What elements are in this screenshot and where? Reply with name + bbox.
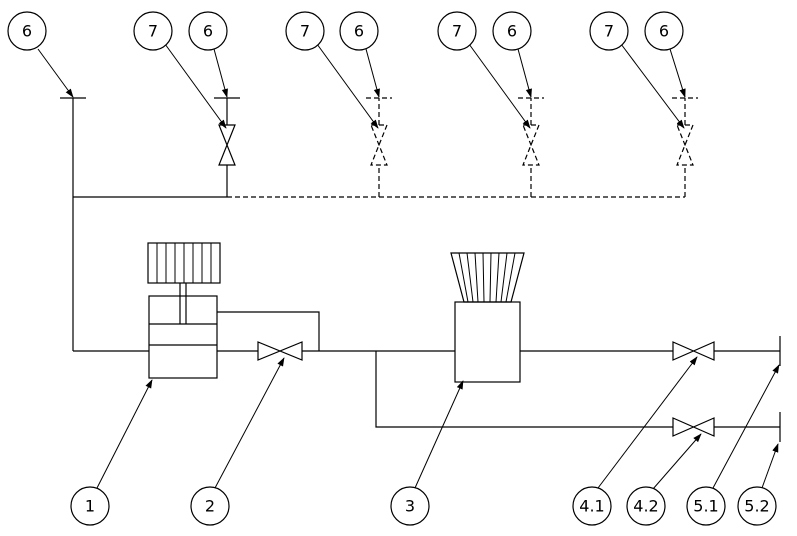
svg-text:1: 1 — [85, 497, 95, 516]
dryer-unit — [450, 252, 525, 383]
callout-4-1: 4.1 — [572, 486, 612, 526]
valve-icon — [522, 124, 540, 166]
leader-lines — [37, 43, 780, 490]
callout-7-branch-3: 7 — [437, 11, 477, 51]
svg-text:7: 7 — [148, 22, 158, 41]
outlet-branch-3 — [518, 97, 544, 197]
callout-2: 2 — [190, 486, 230, 526]
svg-text:7: 7 — [604, 22, 614, 41]
svg-text:5.1: 5.1 — [693, 497, 718, 516]
svg-text:2: 2 — [205, 497, 215, 516]
valve-icon — [370, 124, 388, 166]
svg-text:6: 6 — [22, 22, 32, 41]
outlet-line-upper — [520, 336, 781, 366]
svg-text:5.2: 5.2 — [744, 497, 769, 516]
valve-icon — [218, 124, 236, 166]
outlet-branch-1 — [214, 97, 240, 197]
svg-text:6: 6 — [354, 22, 364, 41]
callout-3: 3 — [390, 486, 430, 526]
outlet-branch-0 — [60, 97, 86, 351]
callout-6-branch-2: 6 — [339, 11, 379, 51]
svg-text:6: 6 — [507, 22, 517, 41]
valve-icon — [672, 341, 715, 361]
svg-text:6: 6 — [659, 22, 669, 41]
callout-7-branch-2: 7 — [285, 11, 325, 51]
callout-6-main: 6 — [7, 11, 47, 51]
outlet-line-lower — [375, 351, 781, 442]
callout-6-branch-4: 6 — [644, 11, 684, 51]
callout-7-branch-4: 7 — [589, 11, 629, 51]
outlet-branch-2 — [366, 97, 392, 197]
callout-5-2: 5.2 — [737, 486, 777, 526]
svg-text:7: 7 — [452, 22, 462, 41]
valve-icon — [672, 417, 715, 437]
svg-text:6: 6 — [203, 22, 213, 41]
callout-7-branch-1: 7 — [133, 11, 173, 51]
callout-6-branch-3: 6 — [492, 11, 532, 51]
valve-icon — [676, 124, 694, 166]
callout-5-1: 5.1 — [686, 486, 726, 526]
valve-icon — [257, 341, 303, 361]
callout-1: 1 — [70, 486, 110, 526]
svg-text:3: 3 — [405, 497, 415, 516]
outlet-branch-4 — [672, 97, 698, 197]
svg-text:4.1: 4.1 — [579, 497, 604, 516]
callout-4-2: 4.2 — [626, 486, 666, 526]
compressor-unit — [147, 242, 221, 379]
svg-text:4.2: 4.2 — [633, 497, 658, 516]
callout-6-branch-1: 6 — [188, 11, 228, 51]
svg-text:7: 7 — [300, 22, 310, 41]
compressor-outlet-pipe — [73, 311, 455, 352]
